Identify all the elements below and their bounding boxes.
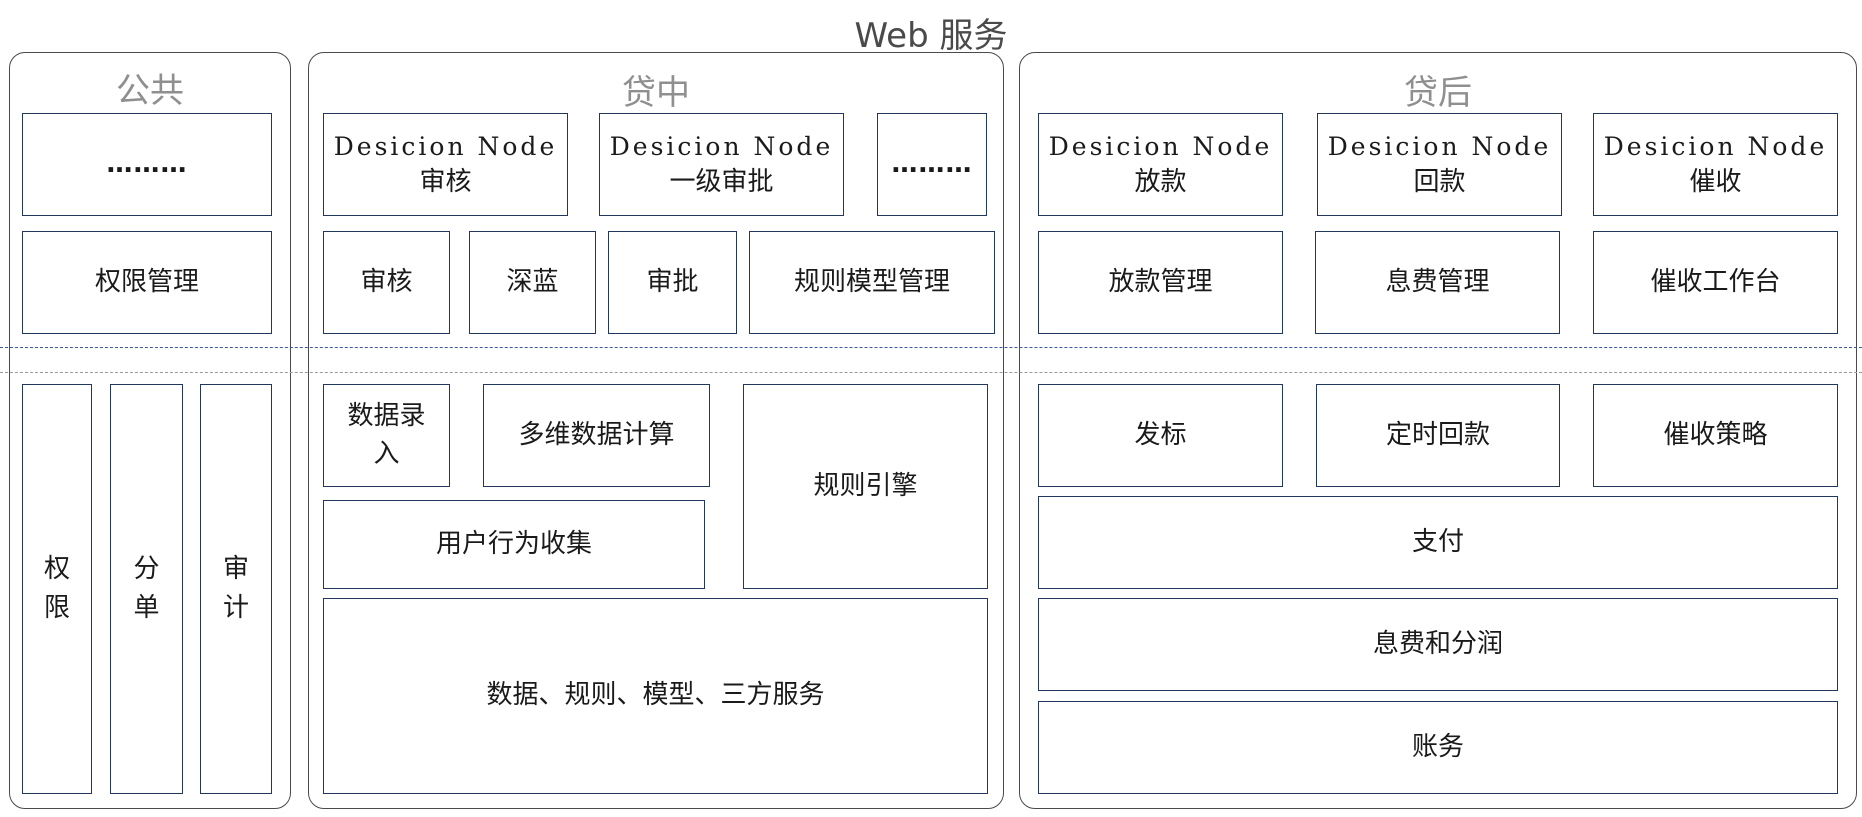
- panel-title-public: 公共: [116, 71, 184, 111]
- layer-divider-top: [0, 347, 1862, 348]
- rule-engine-box: 规则引擎: [743, 384, 988, 589]
- node-subtitle: 放款: [1134, 166, 1187, 197]
- box-label: 用户行为收集: [435, 528, 592, 559]
- module-review: 审核: [323, 231, 450, 334]
- node-title: Desicion Node: [333, 131, 558, 161]
- bid-box: 发标: [1038, 384, 1283, 487]
- scheduled-repayment-box: 定时回款: [1316, 384, 1560, 487]
- collection-strategy-box: 催收策略: [1593, 384, 1838, 487]
- box-label: 数据录入: [347, 400, 426, 469]
- node-title: Desicion Node: [609, 131, 834, 161]
- box-label: 权限: [43, 554, 70, 623]
- panel-title-mid: 贷中: [622, 73, 690, 113]
- node-subtitle: 审核: [419, 166, 472, 197]
- panel-public: 公共: [9, 52, 291, 809]
- module-rule-model-management: 规则模型管理: [749, 231, 995, 334]
- ellipsis-text: ………: [891, 148, 973, 179]
- node-subtitle: 回款: [1413, 166, 1466, 197]
- permission-box: 权限: [22, 384, 92, 794]
- order-split-box: 分单: [110, 384, 183, 794]
- accounting-box: 账务: [1038, 701, 1838, 794]
- box-label: 账务: [1411, 731, 1464, 762]
- panel-post: 贷后: [1019, 52, 1857, 809]
- node-subtitle: 催收: [1689, 166, 1742, 197]
- user-behavior-box: 用户行为收集: [323, 500, 705, 589]
- module-collection-workbench: 催收工作台: [1593, 231, 1838, 334]
- box-label: 催收工作台: [1650, 266, 1781, 297]
- box-label: 分单: [133, 554, 160, 623]
- node-title: Desicion Node: [1327, 131, 1552, 161]
- box-label: 定时回款: [1385, 419, 1490, 450]
- box-label: 息费管理: [1385, 266, 1490, 297]
- public-ellipsis-box: ………: [22, 113, 272, 216]
- module-disbursement-management: 放款管理: [1038, 231, 1283, 334]
- box-label: 深蓝: [506, 266, 559, 297]
- box-label: 数据、规则、模型、三方服务: [486, 680, 825, 711]
- box-label: 多维数据计算: [518, 419, 675, 450]
- box-label: 审核: [360, 266, 413, 297]
- decision-node-repayment: Desicion Node 回款: [1317, 113, 1562, 216]
- fee-profit-split-box: 息费和分润: [1038, 598, 1838, 691]
- panel-title-post: 贷后: [1404, 73, 1472, 113]
- decision-node-review: Desicion Node 审核: [323, 113, 568, 216]
- box-label: 催收策略: [1663, 419, 1768, 450]
- payment-box: 支付: [1038, 496, 1838, 589]
- node-title: Desicion Node: [1603, 131, 1828, 161]
- module-fee-management: 息费管理: [1315, 231, 1560, 334]
- page-title: Web 服务: [854, 16, 1008, 56]
- module-approval: 审批: [608, 231, 737, 334]
- box-label: 支付: [1411, 526, 1464, 557]
- multi-dim-compute-box: 多维数据计算: [483, 384, 710, 487]
- services-box: 数据、规则、模型、三方服务: [323, 598, 988, 794]
- data-entry-box: 数据录入: [323, 384, 450, 487]
- box-label: 规则模型管理: [793, 266, 950, 297]
- box-label: 息费和分润: [1372, 628, 1503, 659]
- box-label: 权限管理: [94, 266, 199, 297]
- permission-management-box: 权限管理: [22, 231, 272, 334]
- layer-divider-bottom: [0, 372, 1862, 373]
- module-deepblue: 深蓝: [469, 231, 596, 334]
- box-label: 审计: [222, 554, 249, 623]
- decision-node-first-approval: Desicion Node 一级审批: [599, 113, 844, 216]
- ellipsis-text: ………: [106, 148, 188, 179]
- box-label: 规则引擎: [813, 470, 918, 501]
- panel-mid: 贷中: [308, 52, 1004, 809]
- box-label: 放款管理: [1108, 266, 1213, 297]
- audit-box: 审计: [200, 384, 272, 794]
- box-label: 发标: [1134, 419, 1187, 450]
- node-subtitle: 一级审批: [669, 166, 774, 197]
- decision-node-collection: Desicion Node 催收: [1593, 113, 1838, 216]
- decision-node-disbursement: Desicion Node 放款: [1038, 113, 1283, 216]
- node-title: Desicion Node: [1048, 131, 1273, 161]
- mid-ellipsis-box: ………: [877, 113, 987, 216]
- box-label: 审批: [646, 266, 699, 297]
